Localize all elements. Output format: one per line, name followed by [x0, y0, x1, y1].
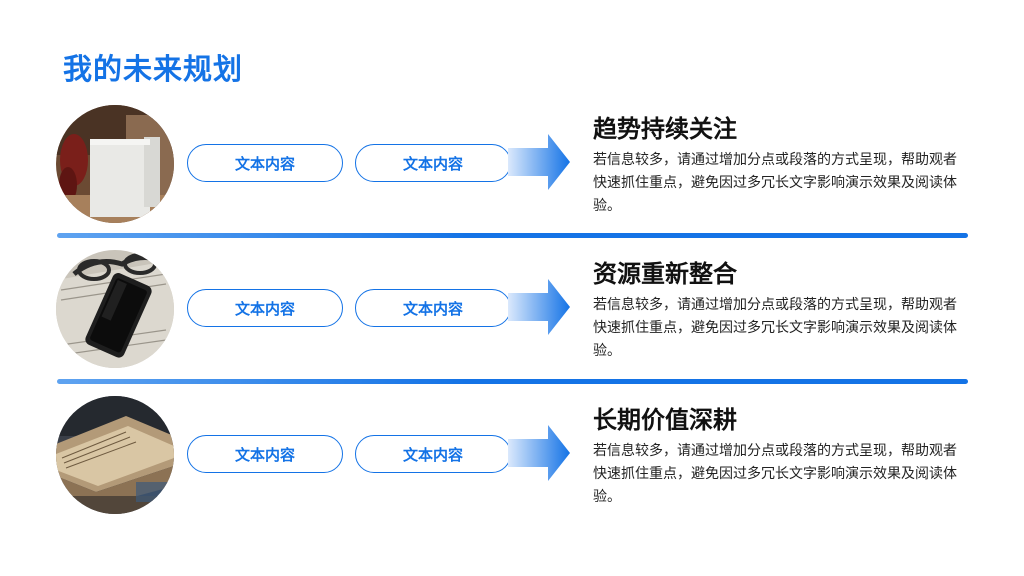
row-description: 若信息较多，请通过增加分点或段落的方式呈现，帮助观者快速抓住重点，避免因过多冗长…: [593, 152, 957, 214]
smartphone-glasses-newspaper-photo: [56, 250, 174, 368]
row-description: 若信息较多，请通过增加分点或段落的方式呈现，帮助观者快速抓住重点，避免因过多冗长…: [593, 297, 957, 359]
page-title: 我的未来规划: [63, 52, 244, 86]
text-pill-2: 文本内容: [355, 435, 511, 473]
row-description: 若信息较多，请通过增加分点或段落的方式呈现，帮助观者快速抓住重点，避免因过多冗长…: [593, 443, 957, 505]
row-heading: 资源重新整合: [593, 260, 737, 288]
text-pill-2: 文本内容: [355, 144, 511, 182]
row-divider: [57, 233, 968, 238]
arrow-icon: [508, 425, 570, 481]
row-heading: 趋势持续关注: [593, 115, 737, 143]
blank-card-photo: [56, 105, 174, 223]
text-pill-1: 文本内容: [187, 144, 343, 182]
row-divider: [57, 379, 968, 384]
plan-row-1: 文本内容 文本内容 趋势持续关注 若信息较多，请通过增加分点或段落的方式呈现，帮…: [0, 105, 1024, 250]
text-pill-2: 文本内容: [355, 289, 511, 327]
arrow-icon: [508, 134, 570, 190]
plan-row-3: 文本内容 文本内容 长期价值深耕 若信息较多，请通过增加分点或段落的方式呈现，帮…: [0, 396, 1024, 541]
arrow-icon: [508, 279, 570, 335]
text-pill-1: 文本内容: [187, 435, 343, 473]
stacked-newspapers-photo: [56, 396, 174, 514]
row-heading: 长期价值深耕: [593, 406, 737, 434]
text-pill-1: 文本内容: [187, 289, 343, 327]
plan-row-2: 文本内容 文本内容 资源重新整合 若信息较多，请通过增加分点或段落的方式呈现，帮…: [0, 250, 1024, 395]
